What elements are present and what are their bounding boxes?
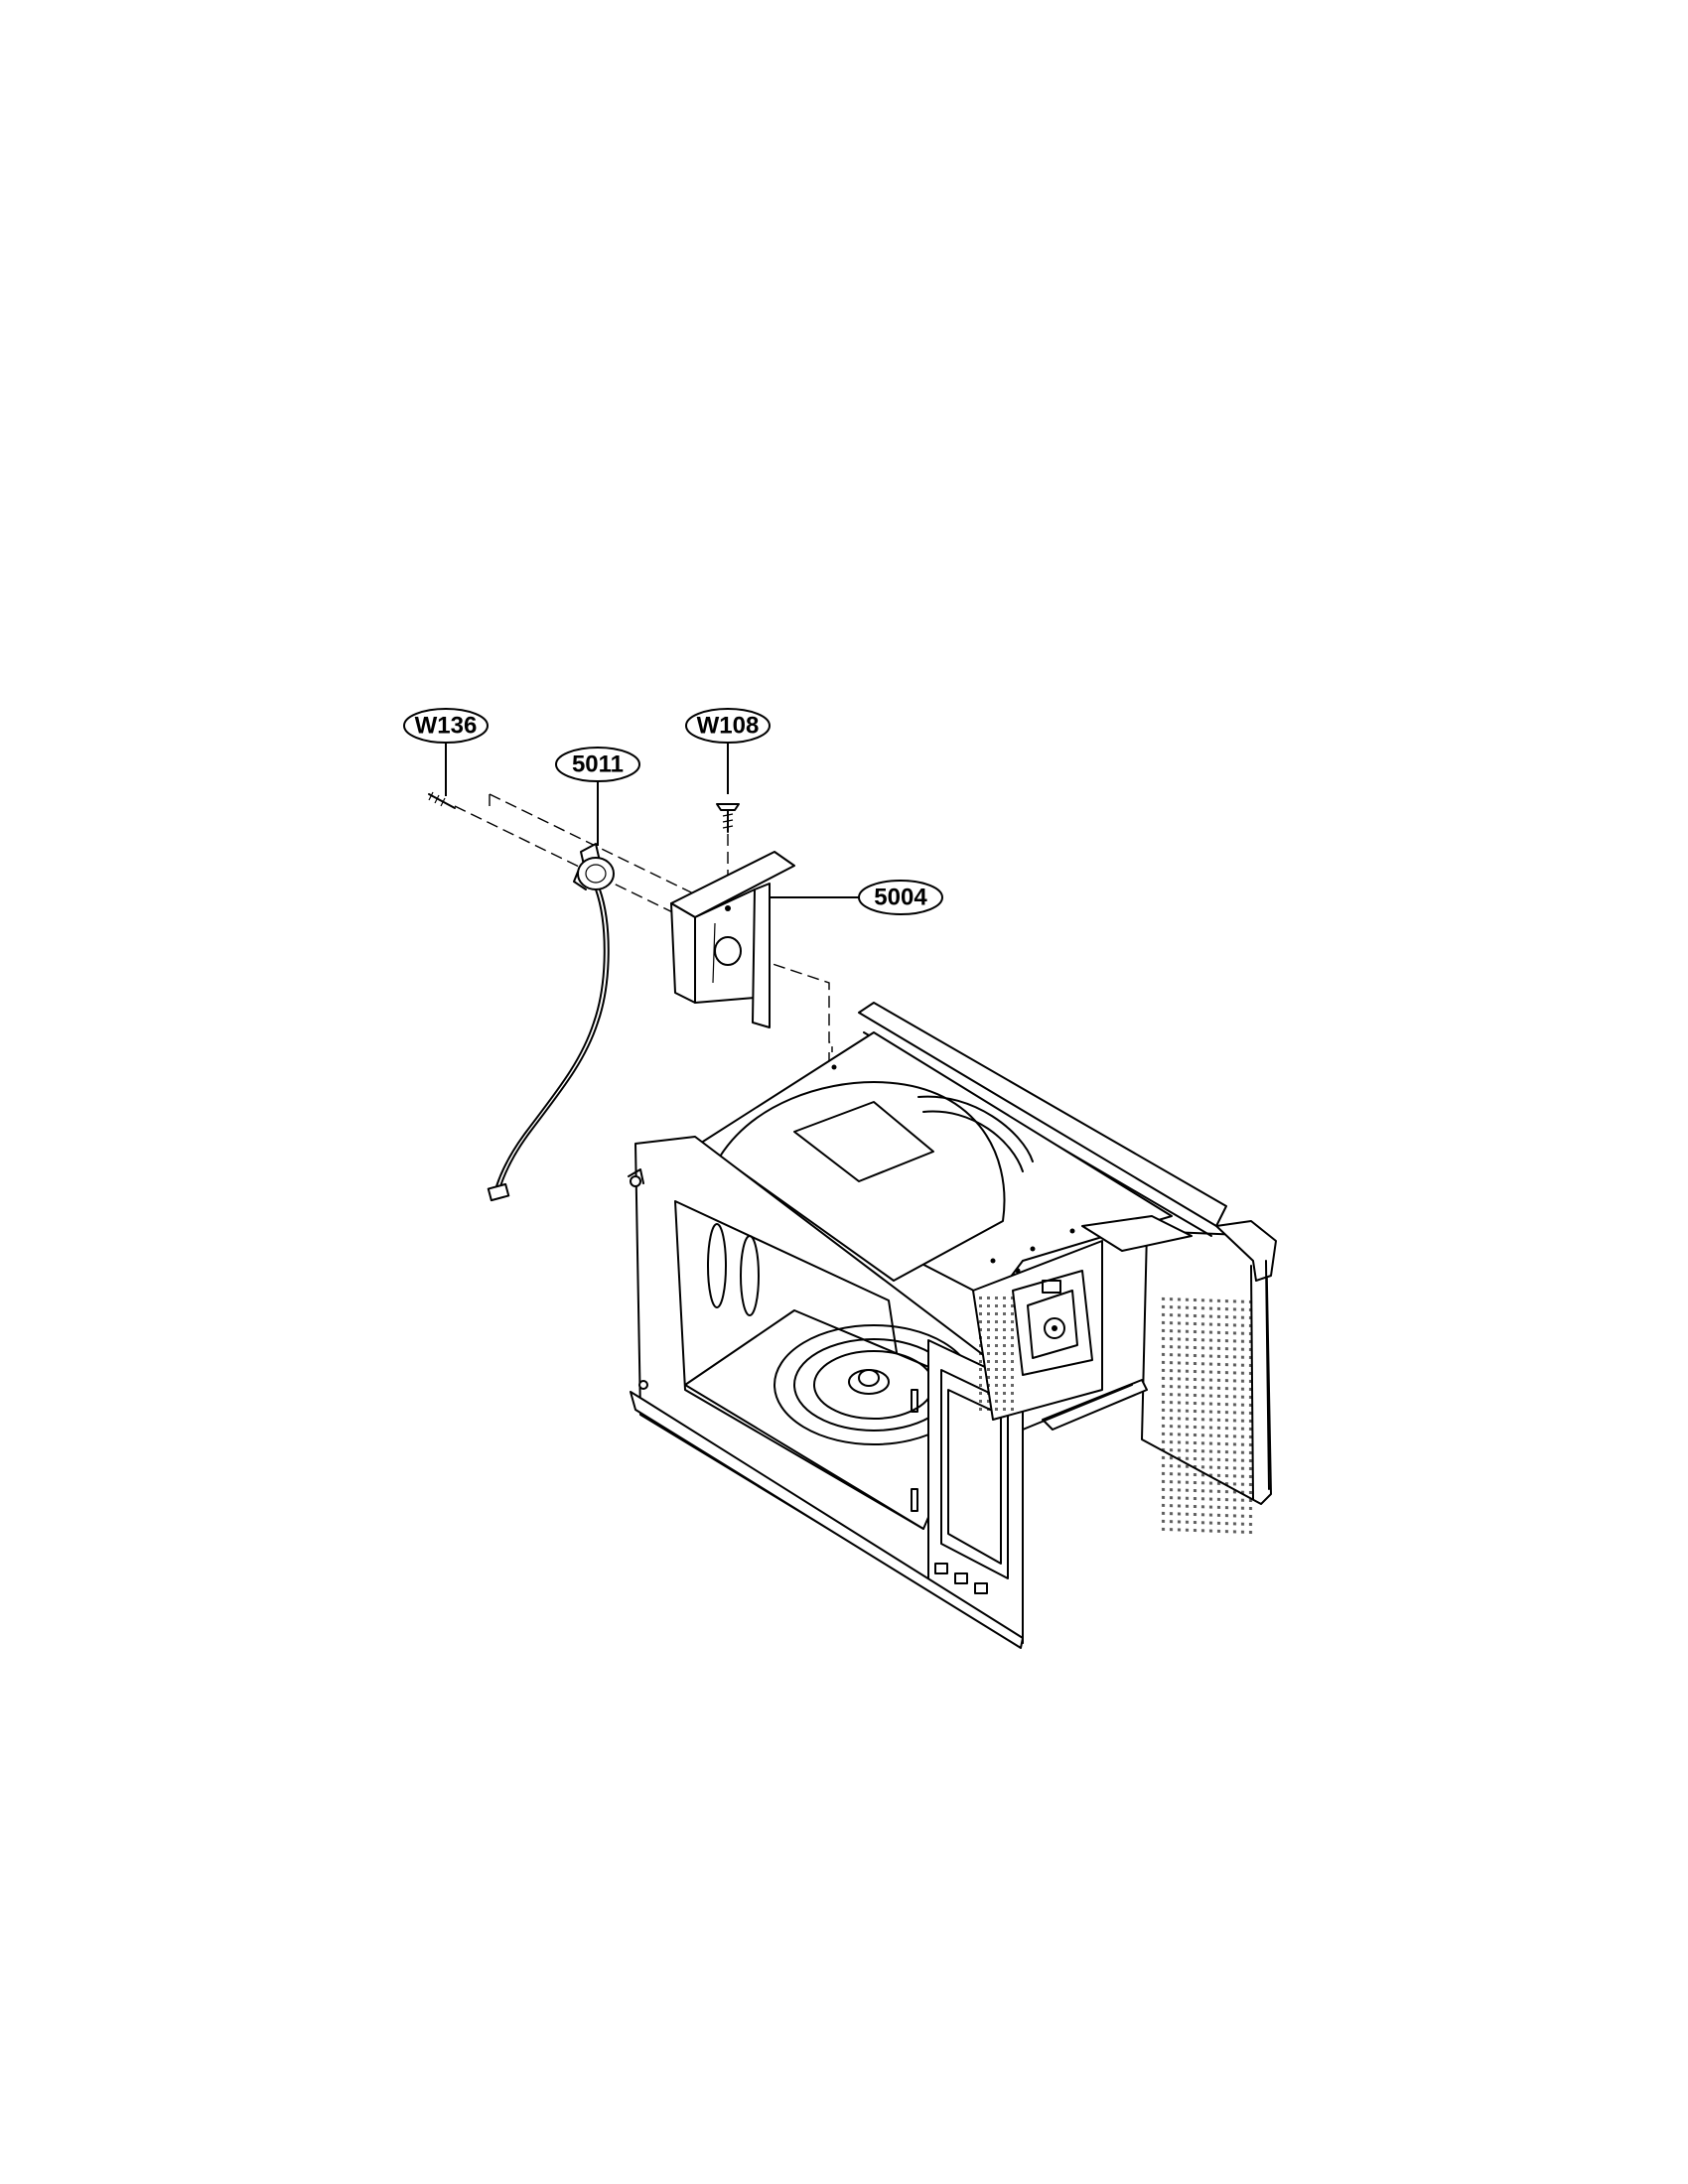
assembly-guide-lines xyxy=(454,793,833,1092)
callout-5011: 5011 xyxy=(555,747,640,846)
callout-5004: 5004 xyxy=(767,880,943,915)
screw-w108-icon xyxy=(716,803,740,833)
microwave-cavity-chassis xyxy=(628,1002,1277,1649)
callout-w108-label: W108 xyxy=(697,713,760,740)
callout-w108: W108 xyxy=(685,708,771,794)
screw-w136-icon xyxy=(428,791,456,809)
callout-5011-label: 5011 xyxy=(572,751,624,778)
part-5004-bracket xyxy=(670,851,795,1028)
part-5011-sensor xyxy=(487,843,615,1202)
callout-w136: W136 xyxy=(403,708,489,796)
callout-w136-label: W136 xyxy=(415,713,478,740)
callout-5004-label: 5004 xyxy=(874,885,927,911)
